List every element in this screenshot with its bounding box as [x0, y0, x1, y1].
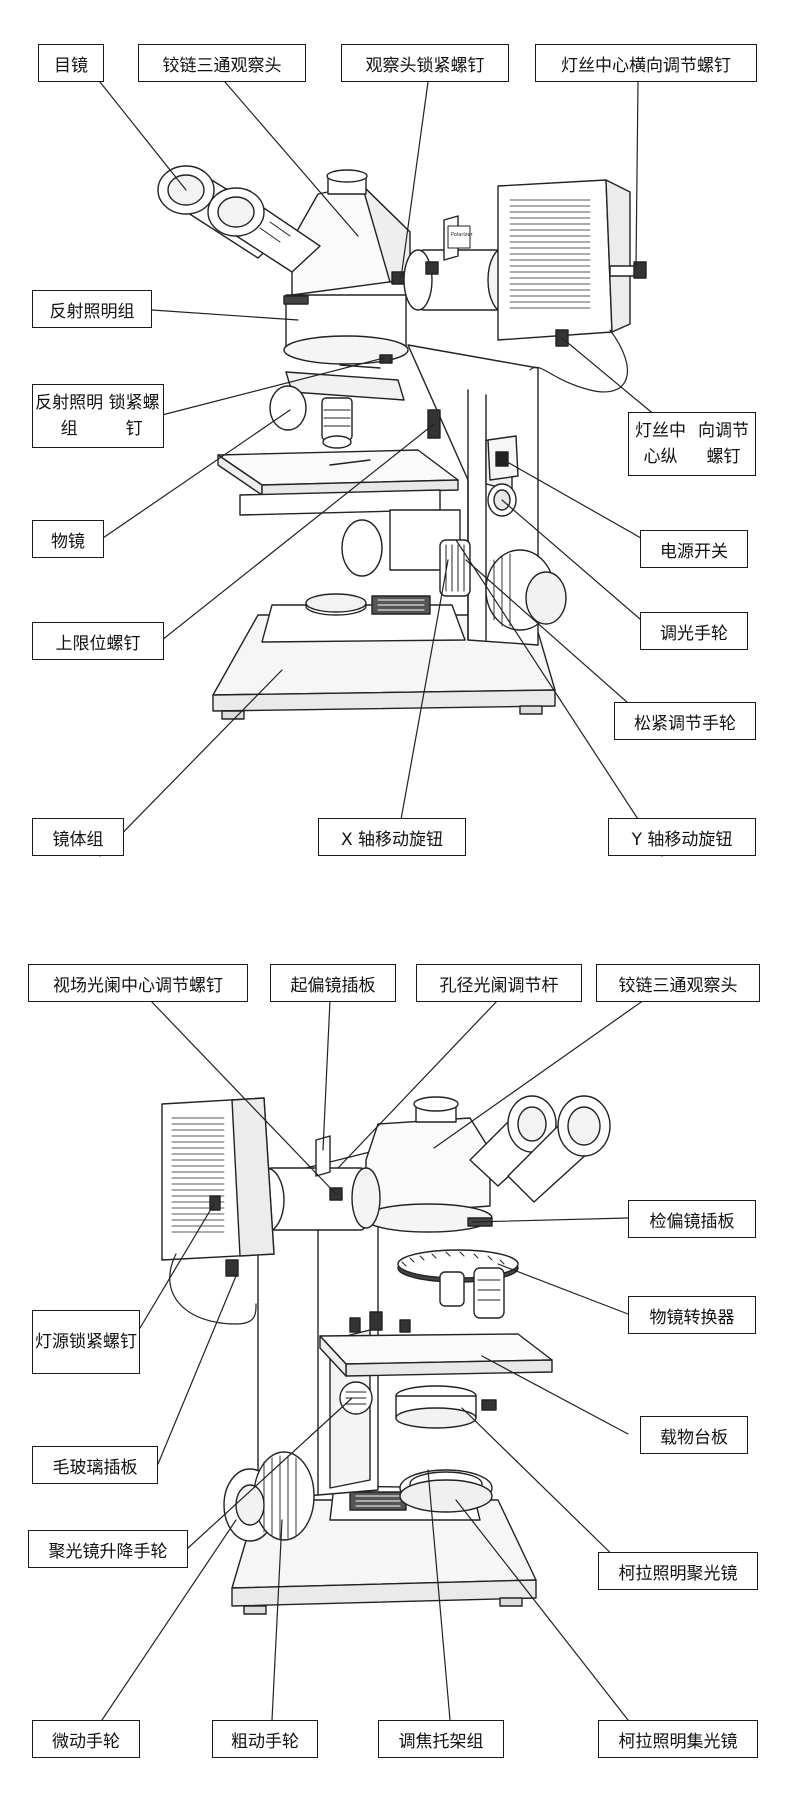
label-frosted-glass-slider: 毛玻璃插板 [32, 1446, 158, 1484]
label-power-switch: 电源开关 [640, 530, 748, 568]
top-nosepiece [269, 371, 405, 449]
label-hinged-trinocular-head-top: 铰链三通观察头 [138, 44, 306, 82]
label-filament-center-v-line1: 灯丝中心纵 [635, 421, 686, 467]
top-microscope: Polarizer [99, 81, 663, 857]
top-stage [217, 409, 471, 597]
label-lamp-lock-screw: 灯源锁紧 螺钉 [32, 1310, 140, 1374]
label-y-knob: Y 轴移动旋钮 [608, 818, 756, 856]
label-lamp-lock-line2: 螺钉 [103, 1332, 137, 1352]
bottom-leader-lines [101, 999, 645, 1721]
label-filament-center-h-screw: 灯丝中心横向调节螺钉 [535, 44, 757, 82]
label-objective: 物镜 [32, 520, 104, 558]
top-illuminator [283, 294, 409, 369]
bottom-head [363, 1096, 493, 1233]
label-reflected-illumination: 反射照明组 [32, 290, 152, 328]
label-body: 镜体组 [32, 818, 124, 856]
label-tension-wheel: 松紧调节手轮 [614, 702, 756, 740]
label-reflected-illum-lock-line2: 锁紧螺钉 [108, 393, 160, 439]
label-kohler-collector: 柯拉照明集光镜 [598, 1720, 758, 1758]
label-reflected-illum-lock-line1: 反射照明组 [35, 393, 104, 439]
label-x-knob: X 轴移动旋钮 [318, 818, 466, 856]
label-upper-limit-screw: 上限位螺钉 [32, 622, 164, 660]
label-nosepiece: 物镜转换器 [628, 1296, 756, 1334]
label-coarse-focus: 粗动手轮 [212, 1720, 318, 1758]
label-filament-center-v-screw: 灯丝中心纵 向调节螺钉 [628, 412, 756, 476]
label-condenser-focus-wheel: 聚光镜升降手轮 [28, 1530, 188, 1568]
label-dimmer-wheel: 调光手轮 [640, 612, 748, 650]
label-filament-center-v-line2: 向调节螺钉 [698, 421, 749, 467]
bottom-microscope [101, 999, 645, 1721]
bottom-stage [319, 1311, 553, 1377]
label-field-diaphragm-screw: 视场光阑中心调节螺钉 [28, 964, 248, 1002]
top-power-switch [487, 435, 519, 481]
label-polarizer-slider: 起偏镜插板 [270, 964, 396, 1002]
label-eyepiece: 目镜 [38, 44, 104, 82]
label-fine-focus: 微动手轮 [32, 1720, 140, 1758]
top-eyepieces [157, 165, 321, 273]
bottom-condenser [339, 1381, 497, 1513]
bottom-nosepiece [397, 1249, 519, 1319]
label-reflected-illum-lock-screw: 反射照明组 锁紧螺钉 [32, 384, 164, 448]
bottom-focus-knobs [223, 1451, 315, 1542]
bottom-eyepieces [469, 1095, 611, 1203]
top-slider-text: Polarizer [451, 232, 473, 238]
top-head [283, 169, 411, 305]
label-head-lock-screw: 观察头锁紧螺钉 [341, 44, 509, 82]
label-aperture-lever: 孔径光阑调节杆 [416, 964, 582, 1002]
label-stage-plate: 载物台板 [640, 1416, 748, 1454]
bottom-lamp [161, 1097, 381, 1325]
label-lamp-lock-line1: 灯源锁紧 [35, 1332, 103, 1352]
label-focus-bracket: 调焦托架组 [378, 1720, 504, 1758]
label-kohler-condenser: 柯拉照明聚光镜 [598, 1552, 758, 1590]
label-hinged-trinocular-head-bottom: 铰链三通观察头 [596, 964, 760, 1002]
label-analyzer-slider: 检偏镜插板 [628, 1200, 756, 1238]
top-focus-knobs [341, 483, 567, 631]
